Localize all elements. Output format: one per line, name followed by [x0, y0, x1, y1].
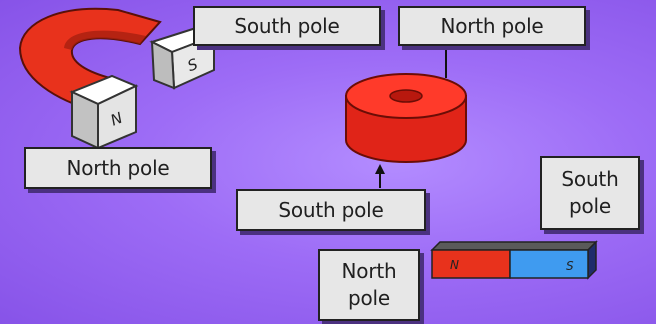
bar-south-half: [509, 249, 589, 279]
ring-magnet: [345, 46, 467, 188]
label-ring-north-pole: North pole: [398, 6, 586, 46]
label-horseshoe-south-pole: South pole: [193, 6, 381, 46]
label-ring-south-pole: South pole: [236, 189, 426, 231]
bar-n-letter: N: [450, 258, 459, 272]
bar-north-half: [431, 249, 511, 279]
bar-s-letter: S: [566, 259, 574, 273]
ring-south-arrowhead: [375, 164, 385, 174]
label-bar-south-pole: South pole: [540, 156, 640, 230]
ring-hole: [389, 89, 423, 103]
horseshoe-magnet: S N: [18, 7, 217, 150]
label-bar-north-pole: North pole: [318, 249, 420, 321]
bar-magnet: N S: [430, 240, 598, 280]
horseshoe-north-block: N: [69, 74, 139, 150]
horseshoe-inner-shade: [64, 30, 146, 50]
label-horseshoe-north-pole: North pole: [24, 147, 212, 189]
bar-top-face: [430, 241, 598, 251]
